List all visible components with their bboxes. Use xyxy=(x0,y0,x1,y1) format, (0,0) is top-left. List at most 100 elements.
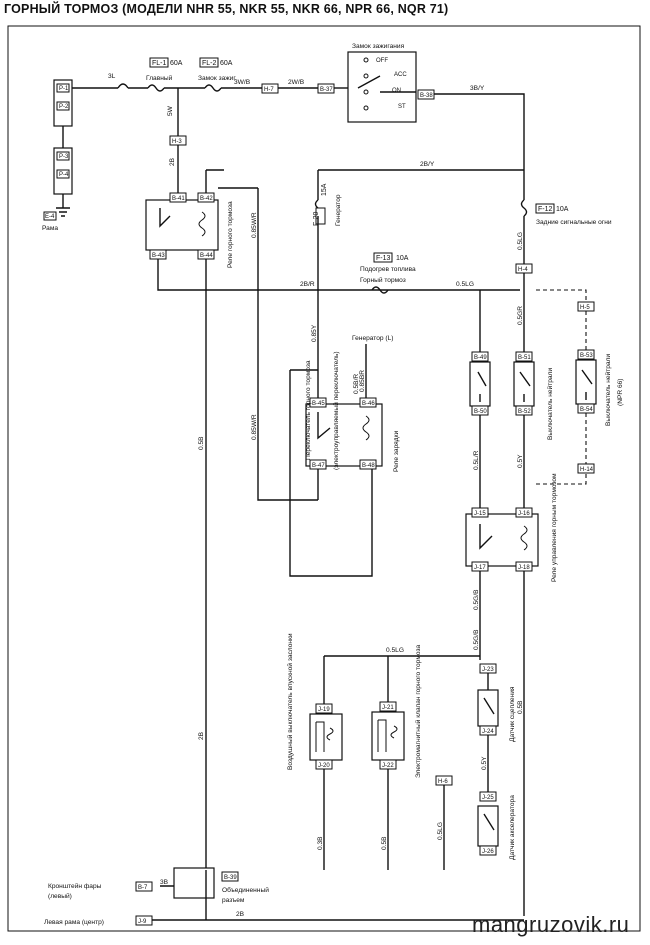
connector-e4 xyxy=(43,211,57,221)
connector-p3 xyxy=(56,151,70,161)
relay-control: J-15 J-16 J-17 J-18 Реле управления горн… xyxy=(465,473,558,916)
accel-sensor-label: Датчик акселератора xyxy=(509,795,516,860)
relay-control-label: Реле управления горным тормозом xyxy=(551,473,558,582)
wire-2br-label: 2B/R xyxy=(300,281,315,288)
fuse-f13-label: F-13 xyxy=(376,255,391,262)
connector-b41-label: B-41 xyxy=(172,196,185,202)
connector-b54-label: B-54 xyxy=(580,407,593,413)
connector-j19-label: J-19 xyxy=(318,707,330,713)
connector-h14 xyxy=(577,463,595,474)
wire-05gb-a-label: 0.5G/B xyxy=(473,589,480,610)
connector-b52-label: B-52 xyxy=(518,409,531,415)
fuse-f12-label: F-12 xyxy=(538,206,553,213)
ign-pos-off: OFF xyxy=(376,58,388,64)
fuse-fl2-rating: 60A xyxy=(220,60,233,67)
fuse-f13-box xyxy=(373,252,393,263)
connector-j20-label: J-20 xyxy=(318,763,330,769)
connector-b43-label: B-43 xyxy=(152,253,165,259)
wire-085y-label: 0.85Y xyxy=(311,324,318,342)
wire-3l-label: 3L xyxy=(108,73,116,80)
wire-085wr-a-label: 0.85W/R xyxy=(251,212,258,238)
switch-neutral[interactable]: B-51 B-52 Выключатель нейтрали 0.5Y xyxy=(513,351,554,510)
fuse-f13-rating: 10A xyxy=(396,255,409,262)
connector-p3-label: P-3 xyxy=(59,154,69,160)
connector-b49-label: B-49 xyxy=(474,355,487,361)
ignition-fuse-label: Замок зажиг. xyxy=(198,75,237,82)
fuse-f12-box xyxy=(535,203,555,214)
connector-j21 xyxy=(379,701,397,712)
connector-p2 xyxy=(56,101,70,111)
solenoid-valve-label: Электромагнитный клапан горного тормоза xyxy=(414,645,422,778)
ignition-switch[interactable]: Замок зажигания OFF ACC ON ST xyxy=(347,43,417,123)
switch-mountain-brake[interactable]: B-49 B-50 Переключатель горного тормоза … xyxy=(305,351,491,510)
power-line: 3L FL-1 60A Главный FL-2 60A Замок зажиг… xyxy=(100,57,348,94)
connector-j17-label: J-17 xyxy=(474,565,486,571)
connector-b53 xyxy=(577,349,595,360)
connector-b7 xyxy=(135,881,153,892)
switch-neutral-npr66[interactable]: H-5 B-53 B-54 H-14 Выключатель нейтрали … xyxy=(536,289,624,485)
connector-j26 xyxy=(479,845,497,856)
rear-lights-label: Задние сигнальные огни xyxy=(536,219,612,226)
connector-b51 xyxy=(515,351,533,362)
fuse-f12-group: F-12 10A Задние сигнальные огни 0.5LG H-… xyxy=(515,199,612,352)
wire-05lg-d-label: 0.5LG xyxy=(437,822,444,840)
clutch-sensor-label: Датчик сцепления xyxy=(509,686,516,742)
connector-p1-label: P-1 xyxy=(59,86,69,92)
switch-mb-label: Переключатель горного тормоза xyxy=(305,360,312,460)
connector-p1 xyxy=(56,83,70,93)
connector-j15-label: J-15 xyxy=(474,511,486,517)
connector-j9 xyxy=(135,915,153,926)
connector-j16-label: J-16 xyxy=(518,511,530,517)
connector-b38-label: B-38 xyxy=(420,93,433,99)
wire-05br-label: 0.5B/R xyxy=(353,374,360,394)
switch-neutral-label: Выключатель нейтрали xyxy=(546,368,554,440)
headlamp-bracket-sub-label: (левый) xyxy=(48,892,72,900)
joint-connector-label: Объединенный xyxy=(222,886,269,894)
connector-h14-label: H-14 xyxy=(580,467,594,473)
connector-j26-label: J-26 xyxy=(482,849,494,855)
joint-connector-sub-label: разъем xyxy=(222,897,245,904)
connector-b37-label: B-37 xyxy=(320,87,333,93)
relay-charge: Генератор (L) 0.85BR B-45 B-46 B-47 B-48… xyxy=(289,335,400,577)
connector-j21-label: J-21 xyxy=(382,705,394,711)
wire-05bc-label: 0.5B xyxy=(381,836,388,850)
wire-05bb-label: 0.5B xyxy=(517,700,524,714)
connector-j24-label: J-24 xyxy=(482,729,494,735)
connector-b39 xyxy=(221,871,239,882)
connector-e4-label: E-4 xyxy=(45,214,55,220)
connector-j9-label: J-9 xyxy=(138,919,147,925)
connector-j25-label: J-25 xyxy=(482,795,494,801)
connector-b46-label: B-46 xyxy=(362,401,375,407)
relay-charge-label: Реле зарядки xyxy=(393,431,400,472)
wire-05b-label: 0.5B xyxy=(198,436,205,450)
frame-label: Рама xyxy=(42,225,58,232)
headlamp-bracket-label: Кронштейн фары xyxy=(48,882,102,890)
wire-05y-b-label: 0.5Y xyxy=(481,756,488,770)
connector-j15 xyxy=(471,507,489,518)
generator-label: Генератор xyxy=(335,194,342,226)
ignition-out-line: B-38 3B/Y 2B/Y xyxy=(317,85,525,200)
connector-b48-label: B-48 xyxy=(362,463,375,469)
connector-j16 xyxy=(515,507,533,518)
wire-05lg-b-label: 0.5LG xyxy=(456,281,474,288)
connector-b53-label: B-53 xyxy=(580,353,593,359)
connector-j23-label: J-23 xyxy=(482,667,494,673)
fuse-fl2-box xyxy=(199,57,219,68)
connector-h6-label: H-6 xyxy=(438,779,448,785)
relay-mountain-brake-label: Реле горного тормоза xyxy=(227,201,234,268)
valves-group: 0.5LG 0.5G/B J-19 J-20 Воздушный выключа… xyxy=(286,629,480,870)
connector-b45 xyxy=(309,397,327,408)
connector-j18-label: J-18 xyxy=(518,565,530,571)
footer-url: mangruzovik.ru xyxy=(472,912,630,937)
ignition-switch-label: Замок зажигания xyxy=(352,43,405,50)
connector-p2-label: P-2 xyxy=(59,104,69,110)
wire-2by-label: 2B/Y xyxy=(420,161,435,168)
wire-2wb-label: 2W/B xyxy=(288,79,305,86)
connector-p4-label: P-4 xyxy=(59,172,69,178)
wire-05lg-a-label: 0.5LG xyxy=(517,232,524,250)
wire-05gb-b-label: 0.5G/B xyxy=(473,629,480,650)
fuse-fl1-label: FL-1 xyxy=(152,60,167,67)
fuel-heater-label: Подогрев топлива xyxy=(360,266,416,273)
connector-j19 xyxy=(315,703,333,714)
wire-2b-label: 2B xyxy=(169,157,176,166)
